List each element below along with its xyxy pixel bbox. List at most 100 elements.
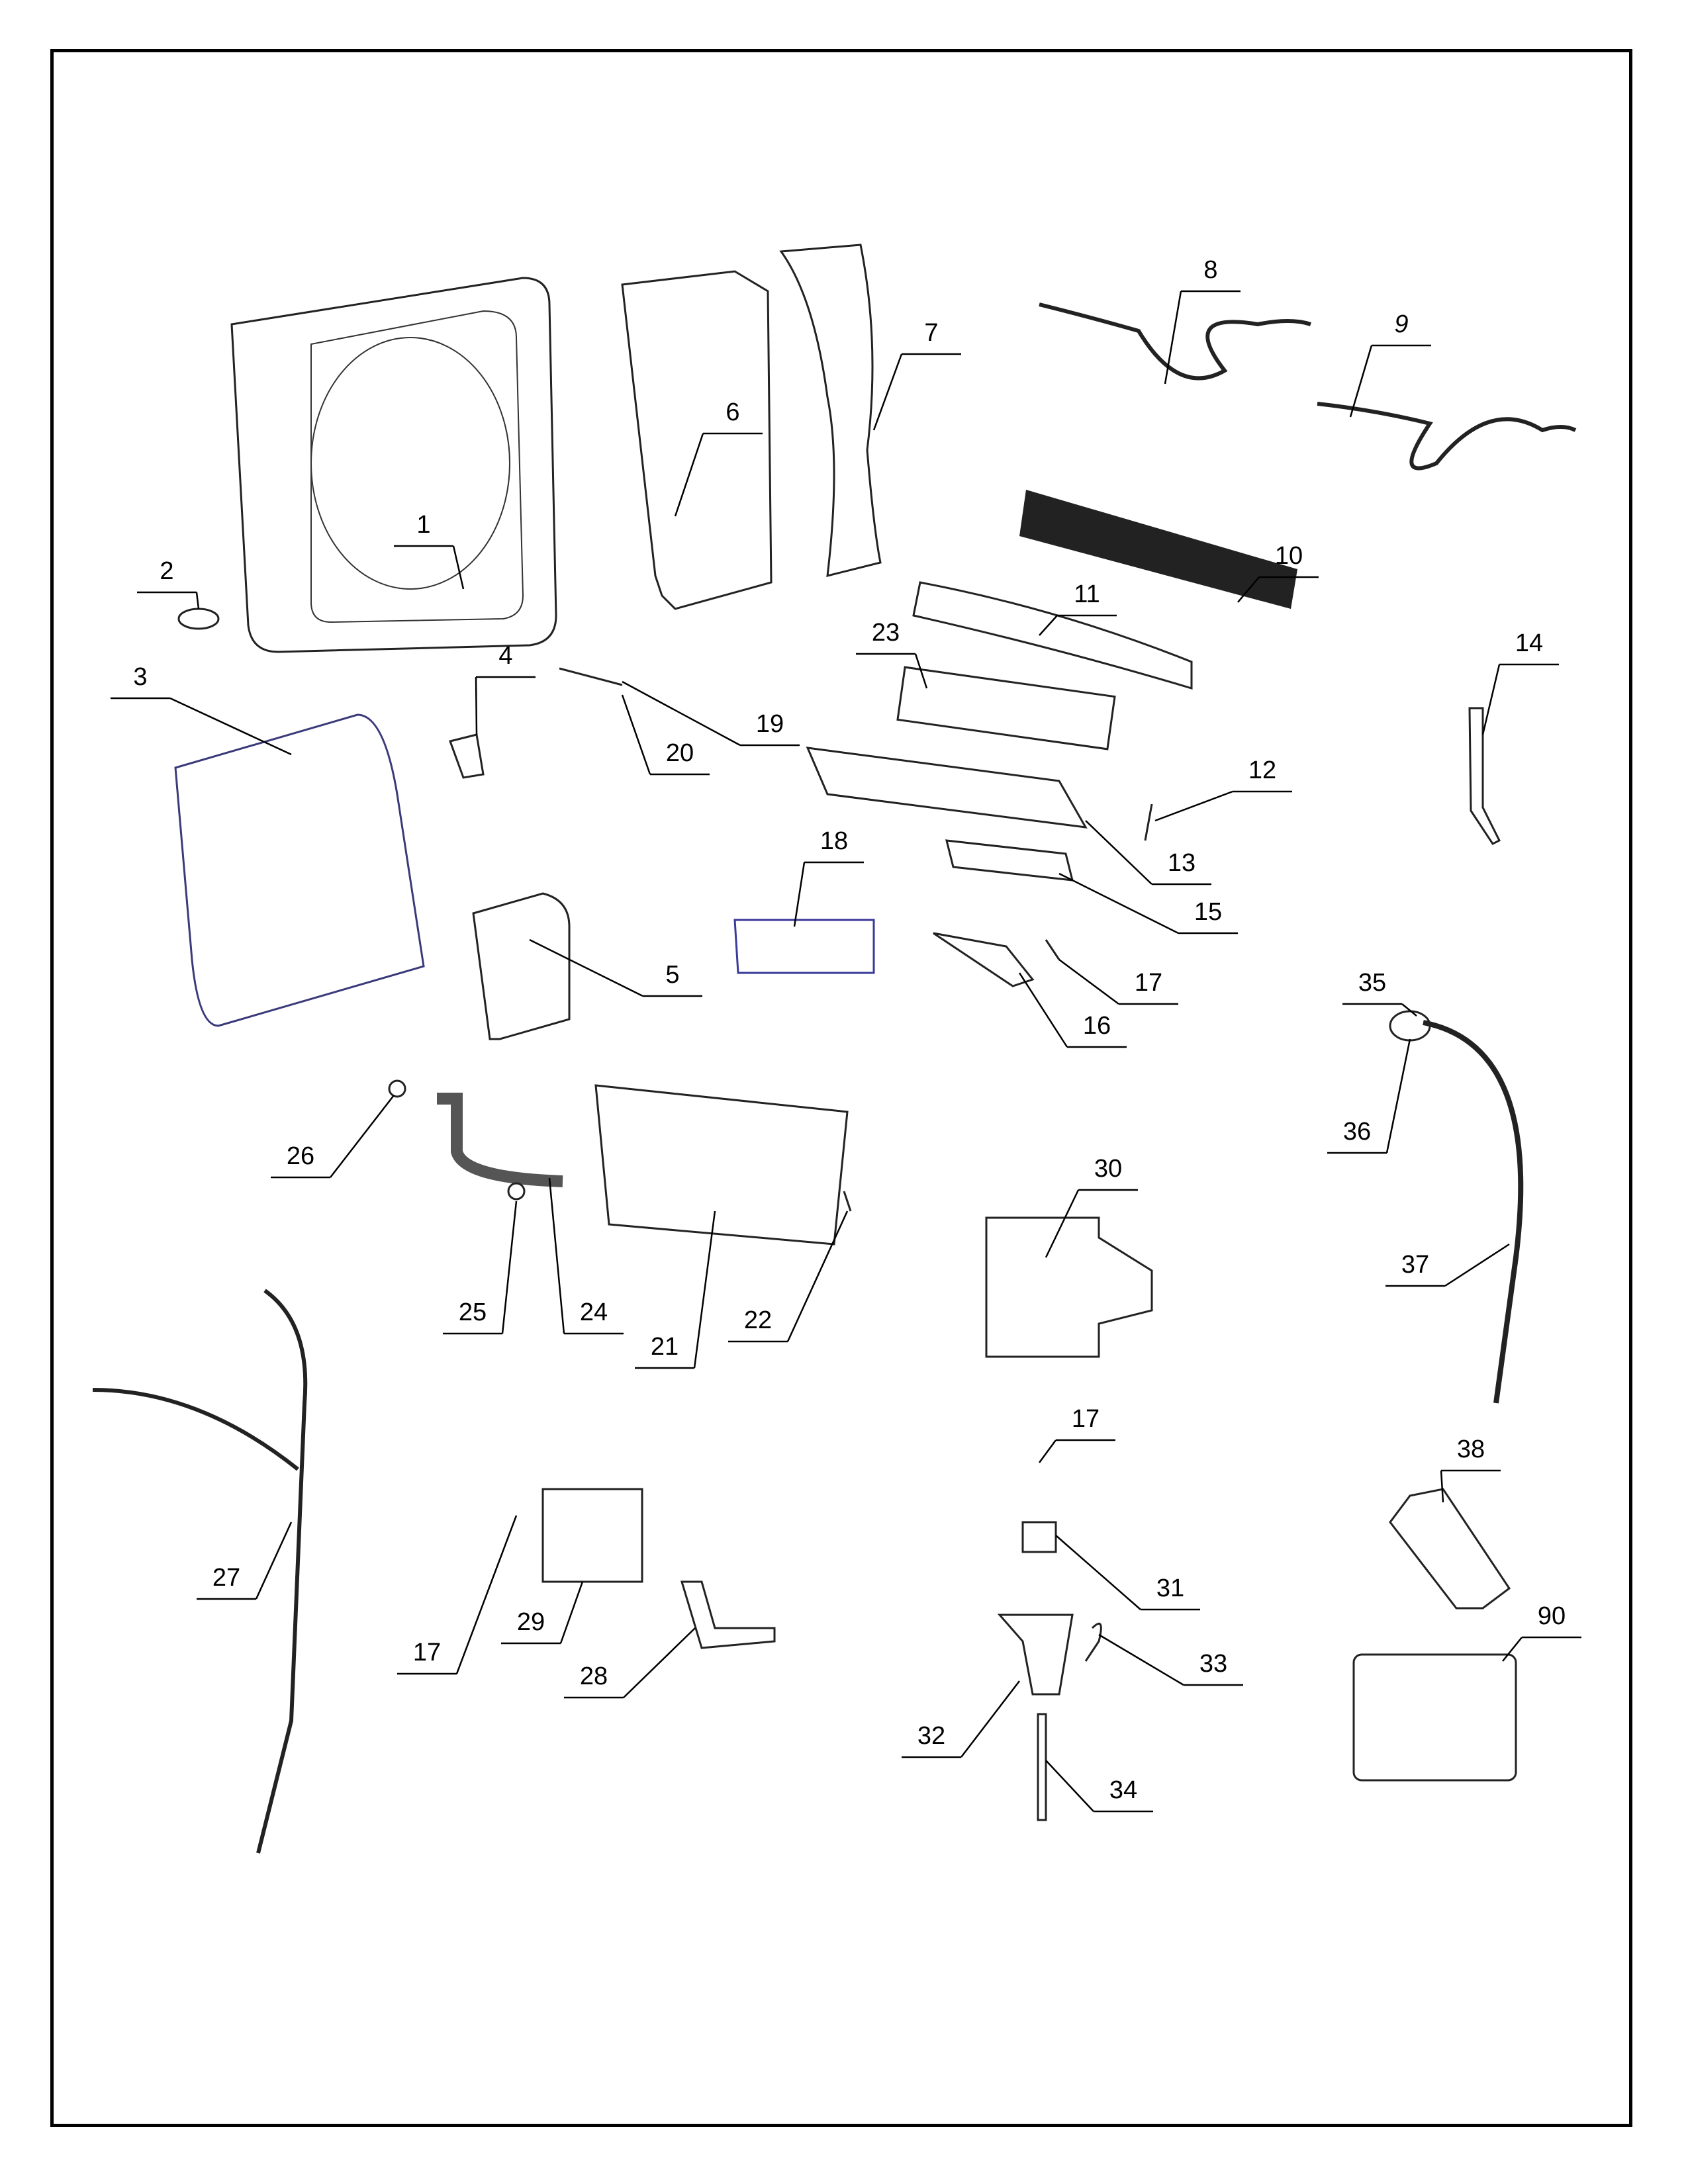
callout-20: 20 <box>665 739 694 767</box>
callout-29: 29 <box>516 1608 545 1636</box>
callout-32: 32 <box>917 1722 946 1750</box>
part-screw-12 <box>1144 803 1153 841</box>
leader-line-4 <box>475 676 536 735</box>
leader-line-15 <box>1058 872 1238 934</box>
callout-17: 17 <box>1134 969 1163 997</box>
leader-line-16 <box>1018 972 1127 1048</box>
callout-18: 18 <box>820 827 849 855</box>
leader-line-10 <box>1237 576 1319 603</box>
leader-line-6 <box>674 432 763 517</box>
leader-line-26 <box>271 1095 395 1179</box>
callout-34: 34 <box>1109 1776 1138 1804</box>
part-screw-20 <box>559 667 623 686</box>
leader-line-5 <box>529 938 702 997</box>
leader-line-38 <box>1440 1469 1501 1503</box>
callout-5: 5 <box>665 961 680 989</box>
part-lid <box>174 713 425 1027</box>
callout-17-b: 17 <box>1071 1405 1100 1433</box>
part-lock-32 <box>997 1614 1074 1696</box>
callout-15: 15 <box>1194 898 1223 926</box>
part-box-21 <box>594 1084 849 1246</box>
callout-23: 23 <box>871 619 900 647</box>
callout-6: 6 <box>726 398 740 426</box>
leader-line-35 <box>1342 1003 1417 1017</box>
leader-line-22 <box>728 1210 849 1343</box>
leader-line-3 <box>111 697 292 756</box>
callout-22: 22 <box>743 1306 773 1334</box>
callout-3: 3 <box>133 663 148 691</box>
leader-line-1 <box>394 545 465 590</box>
part-screw-17 <box>1045 939 1060 960</box>
callout-17-c: 17 <box>412 1639 442 1666</box>
leader-line-17 <box>1058 958 1178 1005</box>
leader-line-8 <box>1164 290 1241 385</box>
leader-line-31 <box>1055 1535 1200 1611</box>
part-housing-30 <box>985 1216 1153 1358</box>
part-clip-16 <box>933 932 1035 987</box>
part-hose-24 <box>437 1093 563 1187</box>
callout-35: 35 <box>1358 969 1387 997</box>
callout-9: 9 <box>1394 310 1409 338</box>
part-bracket-28 <box>680 1580 776 1649</box>
leader-line-37 <box>1385 1243 1510 1287</box>
callout-27: 27 <box>212 1564 241 1592</box>
leader-line-13 <box>1085 820 1211 886</box>
callout-8: 8 <box>1203 256 1218 284</box>
part-rod-34 <box>1037 1713 1047 1821</box>
leader-line-17-b <box>1038 1439 1115 1463</box>
callout-4: 4 <box>498 642 513 670</box>
leader-line-28 <box>564 1627 696 1699</box>
leader-line-12 <box>1154 790 1292 822</box>
leader-line-36 <box>1327 1038 1411 1154</box>
part-screw-22 <box>843 1191 852 1212</box>
leader-line-7 <box>872 353 961 431</box>
leader-line-27 <box>197 1522 293 1600</box>
leader-line-21 <box>635 1210 716 1369</box>
leader-line-24 <box>548 1177 624 1335</box>
callout-90: 90 <box>1537 1602 1566 1630</box>
diagram-border <box>50 49 1632 2127</box>
leader-line-9 <box>1349 344 1431 418</box>
callout-19: 19 <box>755 710 784 738</box>
callout-25: 25 <box>458 1298 487 1326</box>
callout-37: 37 <box>1401 1251 1430 1279</box>
callout-12: 12 <box>1248 756 1277 784</box>
callout-36: 36 <box>1342 1118 1372 1146</box>
leader-line-14 <box>1481 663 1559 735</box>
part-valve-29 <box>541 1488 643 1583</box>
part-panel-frame <box>806 747 1088 829</box>
callout-30: 30 <box>1094 1155 1123 1183</box>
part-bracket <box>449 733 485 779</box>
callout-28: 28 <box>579 1662 608 1690</box>
callout-16: 16 <box>1082 1012 1111 1040</box>
leader-line-20 <box>621 694 710 776</box>
leader-line-17-c <box>397 1515 518 1675</box>
leader-line-25 <box>443 1201 518 1335</box>
part-wire-harness <box>92 1289 308 1854</box>
leader-line-2 <box>137 591 200 610</box>
part-clamp-26 <box>388 1079 406 1098</box>
callout-7: 7 <box>924 319 939 347</box>
callout-24: 24 <box>579 1298 608 1326</box>
leader-line-23 <box>856 653 928 689</box>
leader-line-18 <box>793 861 864 927</box>
leader-line-29 <box>501 1581 584 1645</box>
part-spring-33 <box>1084 1622 1102 1662</box>
part-holder-18 <box>733 919 875 974</box>
part-pcb <box>896 666 1116 751</box>
part-control-panel <box>912 581 1193 690</box>
callout-10: 10 <box>1274 542 1303 570</box>
part-control-decal <box>1019 490 1297 609</box>
callout-33: 33 <box>1199 1650 1228 1678</box>
leader-line-32 <box>902 1680 1020 1758</box>
leader-line-34 <box>1045 1760 1153 1813</box>
part-top-cover <box>230 277 557 653</box>
part-switch-31 <box>1021 1521 1057 1553</box>
callout-2: 2 <box>160 557 174 585</box>
callout-13: 13 <box>1167 849 1196 877</box>
part-panel-bracket <box>621 270 773 610</box>
part-strap <box>1468 707 1501 845</box>
callout-1: 1 <box>416 511 431 539</box>
